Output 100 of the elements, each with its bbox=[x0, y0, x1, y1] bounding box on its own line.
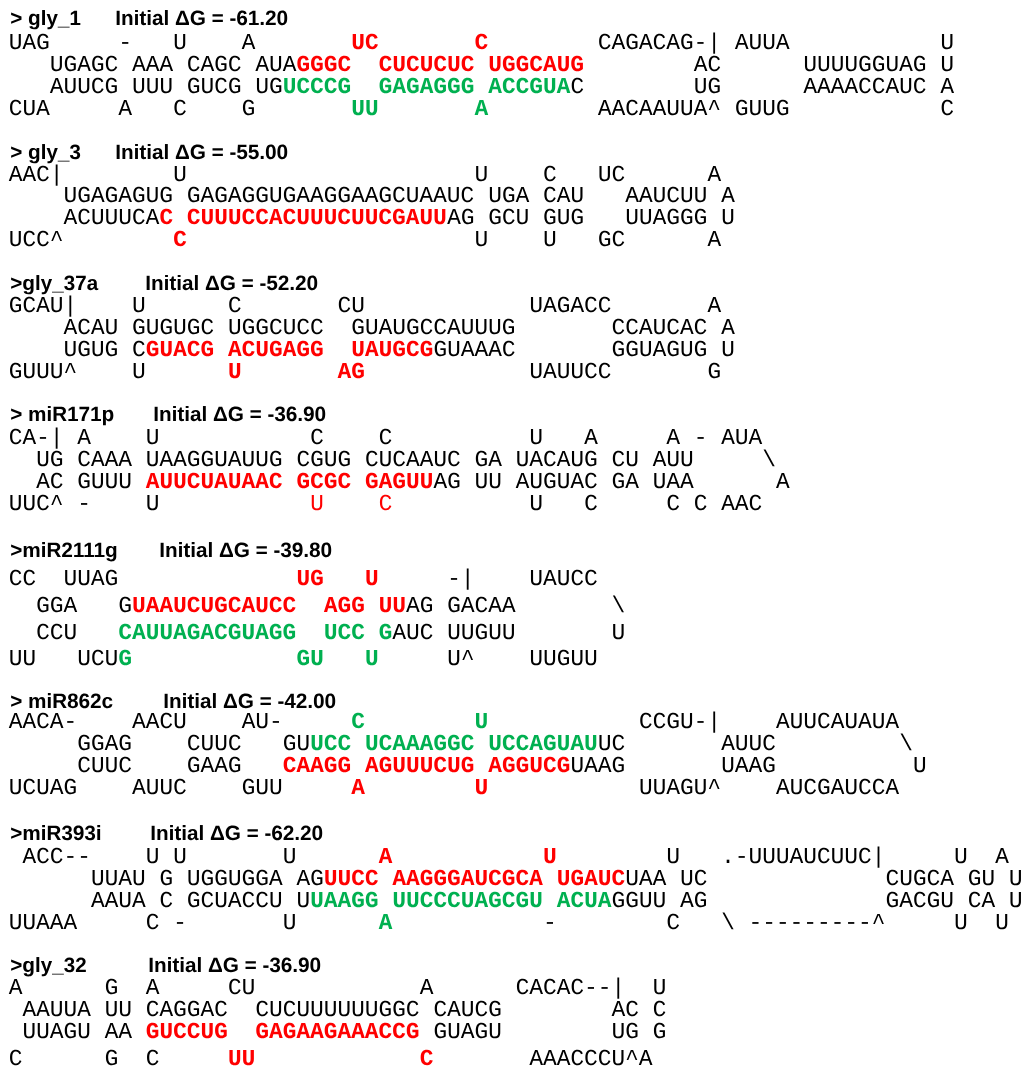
sequence-text: U bbox=[530, 495, 542, 511]
sequence-text: U bbox=[1010, 892, 1021, 908]
sequence-text: C bbox=[420, 1049, 433, 1066]
sequence-text: GUAUGCCAUUUG bbox=[352, 318, 515, 335]
sequence-text: UUCCCUAGCGU bbox=[393, 891, 542, 908]
sequence-text: U bbox=[530, 429, 542, 445]
sequence-text: UU bbox=[476, 473, 501, 489]
sequence-text: UUUUGGUAG bbox=[804, 55, 926, 72]
free-energy-value: Initial ΔG = -36.90 bbox=[149, 957, 321, 973]
sequence-text: AACU bbox=[132, 712, 186, 729]
sequence-text: C bbox=[379, 428, 392, 445]
sequence-text: A bbox=[584, 429, 598, 444]
sequence-text: A bbox=[707, 297, 722, 312]
sequence-text: CUUUCCACUUUCUUCGAUU bbox=[187, 208, 446, 225]
sequence-text: U bbox=[229, 363, 241, 379]
sequence-text: U bbox=[914, 757, 926, 773]
sequence-text: UG bbox=[695, 77, 720, 94]
sequence-text: AAGGGAUCGCA bbox=[392, 869, 543, 886]
sequence-text: ACUUUCA bbox=[63, 208, 160, 225]
sequence-text: GCGC bbox=[297, 472, 351, 489]
sequence-text: AU- bbox=[241, 713, 279, 729]
free-energy-value: Initial ΔG = -55.00 bbox=[116, 144, 288, 160]
sequence-text: UUGUU bbox=[448, 623, 514, 640]
sequence-text: GUUU bbox=[78, 472, 131, 489]
sequence-text: UU bbox=[352, 100, 378, 116]
sequence-text: CAGGAC bbox=[147, 1000, 227, 1017]
sequence-text: AC bbox=[36, 472, 63, 489]
sequence-text: UC bbox=[352, 33, 378, 50]
free-energy-value: Initial ΔG = -52.20 bbox=[146, 275, 318, 291]
sequence-text: UC bbox=[681, 869, 707, 886]
sequence-text: UC bbox=[599, 734, 625, 751]
sequence-text: AUUCAUAUA bbox=[776, 712, 900, 729]
sequence-text: A bbox=[8, 979, 23, 994]
sequence-text: U bbox=[284, 914, 295, 930]
sequence-text: CCAUCAC bbox=[612, 318, 707, 335]
sequence-text: G bbox=[242, 99, 254, 116]
sequence-text: GAGUU bbox=[365, 472, 432, 489]
sequence-text: ACUA bbox=[556, 891, 612, 908]
sequence-text: UU bbox=[229, 1050, 254, 1066]
sequence-text: CAUCG bbox=[434, 1000, 501, 1017]
sequence-text: GUACG bbox=[146, 340, 214, 357]
sequence-text: UG bbox=[37, 450, 63, 467]
sequence-text: - bbox=[697, 437, 704, 439]
sequence-text: U bbox=[133, 297, 145, 313]
sequence-text: ACCGUA bbox=[488, 77, 571, 94]
sequence-text: A bbox=[995, 848, 1009, 863]
sequence-text: UCAAAGGC bbox=[366, 734, 474, 751]
sequence-text: UAAUCUGCAUCC bbox=[133, 596, 296, 613]
sequence-text: GU bbox=[297, 649, 323, 666]
sequence-text: AUU bbox=[652, 451, 693, 467]
sequence-text: UAUGCG bbox=[352, 340, 433, 357]
sequence-text: UUC^ bbox=[10, 494, 62, 511]
sequence-text: C bbox=[667, 913, 680, 930]
sequence-text: AAA bbox=[132, 56, 174, 71]
sequence-text: CAAA bbox=[78, 450, 132, 467]
sequence-text: AUUC bbox=[132, 778, 186, 795]
sequence-text: AUCGAUCCA bbox=[776, 778, 900, 795]
sequence-text: G bbox=[105, 978, 117, 995]
sequence-text: C bbox=[571, 77, 584, 94]
sequence-text: C bbox=[229, 296, 241, 313]
sequence-text: C bbox=[311, 428, 323, 445]
sequence-text: UCUAG bbox=[10, 778, 76, 795]
sequence-text: UUU bbox=[133, 78, 172, 94]
sequence-text: U bbox=[298, 892, 309, 908]
sequence-text: UUAGU^ bbox=[640, 778, 720, 795]
sequence-text: U bbox=[955, 914, 967, 930]
structure-name: > gly_1 bbox=[11, 10, 81, 30]
sequence-text: C bbox=[133, 340, 145, 357]
sequence-text: GCU bbox=[489, 208, 528, 225]
sequence-text: GAGAGGG bbox=[379, 77, 474, 94]
sequence-text: GGGC bbox=[297, 55, 351, 72]
sequence-text: U bbox=[476, 166, 487, 182]
sequence-text: UUAGU bbox=[24, 1022, 90, 1039]
sequence-text: C bbox=[653, 1000, 666, 1017]
sequence-text: AAACCCU^A bbox=[529, 1049, 653, 1066]
sequence-text: G bbox=[119, 596, 131, 613]
sequence-text: C bbox=[544, 165, 556, 182]
sequence-text: UAA bbox=[654, 473, 694, 489]
sequence-text: AUUA bbox=[734, 34, 790, 50]
sequence-text: U bbox=[654, 979, 665, 995]
sequence-text: U bbox=[284, 848, 295, 864]
sequence-text: U bbox=[941, 34, 953, 50]
sequence-text: GAGAGGUGAAGGAAGCUAAUC bbox=[188, 186, 474, 203]
sequence-text: GUUU^ bbox=[10, 362, 76, 379]
sequence-text: A bbox=[419, 979, 434, 994]
sequence-text: GAGAAGAAACCG bbox=[256, 1022, 419, 1039]
sequence-text: U bbox=[996, 914, 1008, 930]
sequence-text: \ bbox=[612, 595, 624, 613]
sequence-text: AUGUAC bbox=[515, 472, 597, 489]
sequence-text: U bbox=[174, 166, 186, 182]
sequence-text: AGUUUCUG bbox=[364, 756, 474, 773]
sequence-text: UCC bbox=[325, 623, 365, 640]
sequence-text: C bbox=[174, 99, 186, 116]
sequence-text: U bbox=[147, 429, 158, 445]
sequence-text: CU bbox=[338, 296, 364, 313]
sequence-text: AAAACCAUC bbox=[803, 77, 926, 94]
sequence-text: AUA bbox=[255, 56, 297, 72]
sequence-text: UG bbox=[297, 569, 323, 586]
sequence-text: GC bbox=[599, 230, 625, 247]
free-energy-value: Initial ΔG = -62.20 bbox=[151, 825, 323, 841]
